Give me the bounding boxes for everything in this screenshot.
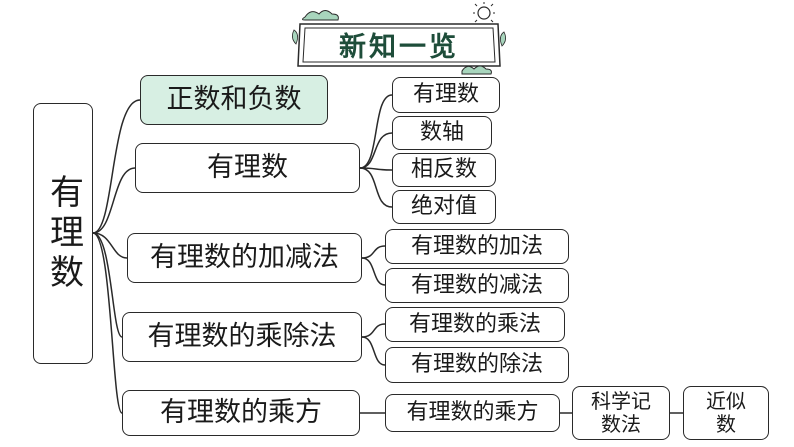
leaf-multiplication: 有理数的乘法 [385,307,565,342]
root-node: 有理数 [33,103,93,364]
title-banner-decoration [292,2,506,75]
leaf-number-line: 数轴 [392,116,492,150]
leaf-opposite-number: 相反数 [392,153,496,187]
leaf-power: 有理数的乘方 [385,394,560,432]
leaf-subtraction: 有理数的减法 [385,268,569,303]
extra-scientific-notation: 科学记 数法 [572,386,670,440]
leaf-division: 有理数的除法 [385,347,569,383]
branch-add-subtract: 有理数的加减法 [127,233,362,283]
branch-positive-negative: 正数和负数 [140,75,328,125]
branch-multiply-divide: 有理数的乘除法 [122,312,362,362]
extra-approximate-number-line2: 数 [716,412,736,436]
leaf-absolute-value: 绝对值 [392,190,496,224]
extra-scientific-notation-line1: 科学记 [591,389,651,413]
leaf-rational-number: 有理数 [392,77,500,113]
page-title: 新知一览 [339,31,459,63]
extra-scientific-notation-line2: 数法 [601,412,641,436]
extra-approximate-number-line1: 近似 [706,389,746,413]
branch-power: 有理数的乘方 [122,390,360,436]
leaf-addition: 有理数的加法 [385,229,569,264]
extra-approximate-number: 近似 数 [683,386,769,440]
branch-rational-numbers: 有理数 [135,143,360,193]
